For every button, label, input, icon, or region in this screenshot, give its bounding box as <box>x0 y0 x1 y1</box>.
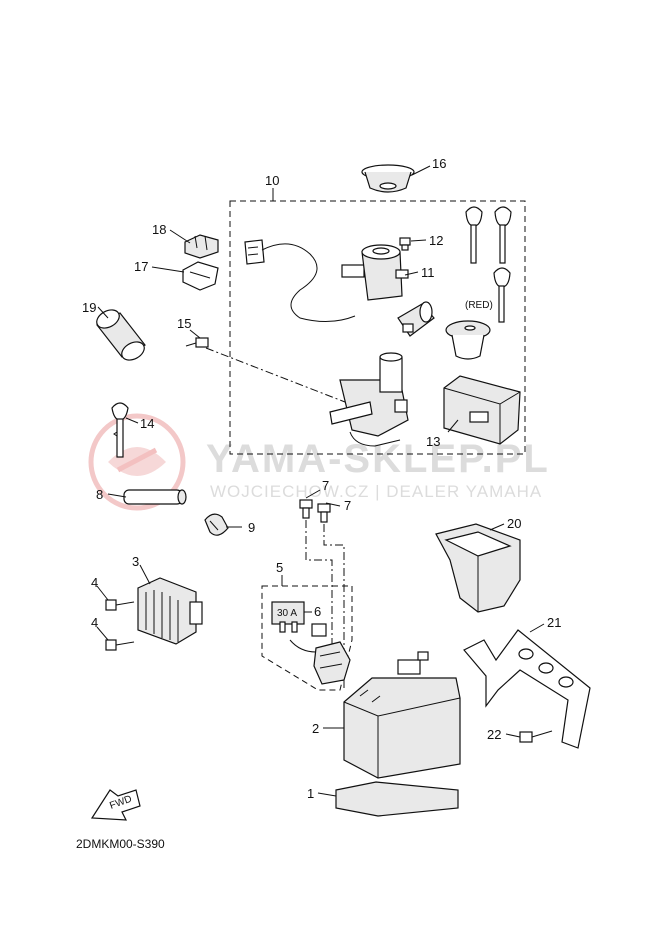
part-8-tube <box>123 489 187 505</box>
main-switch-group-box <box>229 200 526 455</box>
part-22-bolt <box>519 730 553 743</box>
leader-1 <box>317 792 337 797</box>
part-9-clip <box>204 513 229 536</box>
callout-4b: 4 <box>91 615 98 630</box>
main-switch-assembly <box>329 352 409 447</box>
part-15-screw <box>185 337 209 348</box>
callout-15: 15 <box>177 316 191 331</box>
callout-11: 11 <box>421 265 435 280</box>
part-7-screw-right <box>317 503 331 523</box>
callout-5: 5 <box>276 560 283 575</box>
callout-21: 21 <box>547 615 561 630</box>
callout-22: 22 <box>487 727 501 742</box>
part-7-screw-left <box>299 499 313 519</box>
part-20-battery-cover <box>435 523 521 613</box>
callout-17: 17 <box>134 259 148 274</box>
part-4-bolt-lower <box>105 639 135 651</box>
leader-14 <box>125 417 139 424</box>
leader-16 <box>411 165 431 176</box>
callout-3: 3 <box>132 554 139 569</box>
callout-7a: 7 <box>322 478 329 493</box>
leader-12 <box>410 239 427 242</box>
leader-17 <box>151 266 185 273</box>
leader-8 <box>107 493 127 498</box>
leader-7b <box>325 502 341 507</box>
lock-cap <box>445 320 491 360</box>
watermark: YAMA-SKLEP.PL WOJCIECHOW.CZ | DEALER YAM… <box>88 413 550 511</box>
part-1-pad <box>335 781 459 817</box>
part-21-bracket <box>463 629 591 749</box>
part-14-key <box>111 402 129 458</box>
leader-4b <box>96 626 109 641</box>
fuse-rating-label: 30 A <box>277 608 297 619</box>
screw-15-dashdot-path <box>205 347 346 403</box>
leader-22 <box>505 733 521 738</box>
screw-7-dashdot-path <box>305 520 333 660</box>
key-pair-upper <box>465 206 512 264</box>
callout-6: 6 <box>314 604 321 619</box>
leader-7a <box>305 489 321 499</box>
watermark-subtitle: WOJCIECHOW.CZ | DEALER YAMAHA <box>210 482 542 501</box>
callout-8: 8 <box>96 487 103 502</box>
callout-1: 1 <box>307 786 314 801</box>
leader-15 <box>189 329 201 339</box>
leader-3 <box>139 564 151 585</box>
part-11-main-switch <box>244 239 409 322</box>
fuse-group-box <box>261 585 353 691</box>
leader-20 <box>489 523 505 531</box>
screw-7b-dashdot-path <box>323 524 345 690</box>
part-3-regulator <box>137 577 203 645</box>
leader-4a <box>96 585 109 601</box>
callout-4a: 4 <box>91 575 98 590</box>
callout-12: 12 <box>429 233 443 248</box>
leader-13 <box>447 419 459 433</box>
leader-21 <box>529 623 545 633</box>
callout-9: 9 <box>248 520 255 535</box>
callout-16: 16 <box>432 156 446 171</box>
part-12-screw <box>399 237 411 251</box>
callout-7b: 7 <box>344 498 351 513</box>
part-6-fuse: 30 A <box>271 601 305 633</box>
part-2-battery <box>343 651 461 779</box>
watermark-brand: YAMA-SKLEP.PL <box>206 437 550 481</box>
leader-18 <box>169 229 191 244</box>
part-16-cap <box>361 164 415 193</box>
part-17-clip-bottom <box>182 261 219 291</box>
part-4-bolt-upper <box>105 599 135 611</box>
lock-cylinder <box>397 301 435 337</box>
callout-13: 13 <box>426 434 440 449</box>
part-19-cover <box>96 309 146 361</box>
fwd-arrow-icon: FWD <box>90 789 141 821</box>
red-key-note: (RED) <box>465 300 493 311</box>
callout-20: 20 <box>507 516 521 531</box>
callout-19: 19 <box>82 300 96 315</box>
leader-11 <box>404 271 419 276</box>
key-red <box>493 267 511 323</box>
part-13-ecu <box>443 375 521 445</box>
callout-14: 14 <box>140 416 154 431</box>
diagram-code: 2DMKM00-S390 <box>76 837 165 851</box>
callout-18: 18 <box>152 222 166 237</box>
fuse-insert-arrow <box>289 639 317 653</box>
callout-2: 2 <box>312 721 319 736</box>
fuse-holder <box>313 641 351 685</box>
callout-10: 10 <box>265 173 279 188</box>
part-18-clip-top <box>184 234 219 259</box>
leader-19 <box>97 306 109 319</box>
spare-fuse <box>311 623 327 637</box>
